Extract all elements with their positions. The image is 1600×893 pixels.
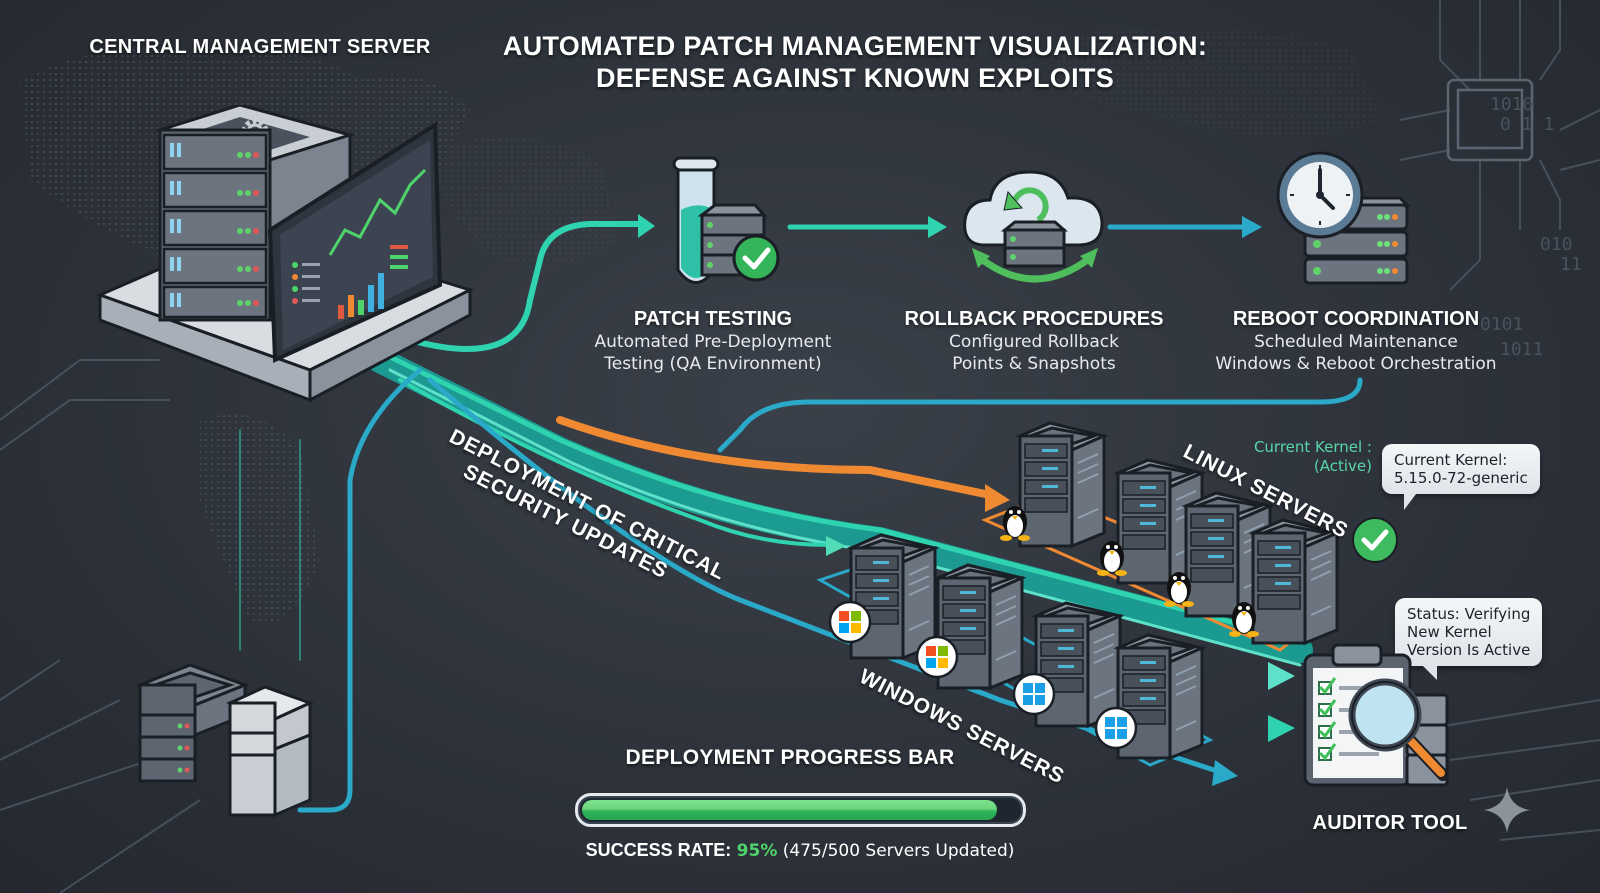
- step-desc-line-1: Scheduled Maintenance: [1254, 332, 1458, 352]
- dashboard-monitor: [267, 121, 443, 364]
- bar-chart-mini: [338, 273, 384, 319]
- linux-tux-icon: [1164, 572, 1194, 607]
- status-line-1: Status: Verifying: [1407, 605, 1531, 623]
- auditor-clipboard-icon: [1303, 643, 1449, 787]
- title-line-1: AUTOMATED PATCH MANAGEMENT VISUALIZATION…: [502, 31, 1208, 61]
- status-line-3: Version Is Active: [1407, 641, 1531, 659]
- windows-logo-icon: [1012, 672, 1056, 716]
- svg-text:010: 010: [1540, 234, 1573, 255]
- title-line-2: DEFENSE AGAINST KNOWN EXPLOITS: [595, 63, 1115, 93]
- auditor-tool-label: AUDITOR TOOL: [1312, 812, 1468, 834]
- kernel-bubble-line-2: 5.15.0-72-generic: [1394, 469, 1528, 487]
- progress-bar-title: DEPLOYMENT PROGRESS BAR: [625, 746, 955, 769]
- binary-digits: 1010 0 1 1 010 11 0101 1011: [1480, 94, 1582, 360]
- step-title: PATCH TESTING: [633, 308, 793, 330]
- linux-server-rack: [1113, 458, 1207, 586]
- success-rate-percent: 95%: [736, 841, 778, 861]
- clock-server-icon: [1276, 151, 1411, 285]
- windows-logo-icon: [915, 635, 959, 679]
- svg-text:11: 11: [1560, 254, 1582, 275]
- linux-success-check-icon: [1352, 517, 1398, 563]
- linux-tux-icon: [1229, 602, 1259, 637]
- progress-bar-fill: [582, 800, 997, 820]
- kernel-side-note: Current Kernel : (Active): [1222, 438, 1372, 476]
- kernel-side-line-2: (Active): [1313, 457, 1372, 475]
- sparkle-icon: [1484, 787, 1530, 833]
- cloud-rollback-icon: [963, 170, 1104, 283]
- step-desc-line-2: Testing (QA Environment): [604, 354, 822, 374]
- windows-logo-icon: [1094, 706, 1138, 750]
- step-title: REBOOT COORDINATION: [1232, 308, 1480, 330]
- svg-text:1010: 1010: [1490, 94, 1533, 115]
- step-rollback-procedures: ROLLBACK PROCEDURES Configured Rollback …: [874, 308, 1194, 375]
- clock-icon: [1276, 151, 1364, 239]
- cpu-chip-icon: [1446, 78, 1534, 162]
- kernel-side-line-1: Current Kernel :: [1253, 438, 1372, 456]
- linux-server-rack: [1248, 518, 1342, 646]
- step-desc-line-1: Automated Pre-Deployment: [594, 332, 832, 352]
- status-line-2: New Kernel: [1407, 623, 1492, 641]
- kernel-bubble-line-1: Current Kernel:: [1394, 451, 1508, 469]
- central-server-label: CENTRAL MANAGEMENT SERVER: [89, 36, 431, 58]
- magnifier-icon: [1348, 678, 1449, 781]
- windows-logo-icon: [828, 600, 872, 644]
- step-desc-line-1: Configured Rollback: [949, 332, 1119, 352]
- step-reboot-coordination: REBOOT COORDINATION Scheduled Maintenanc…: [1196, 308, 1516, 375]
- flow-lines: [239, 214, 1363, 813]
- step-desc-line-2: Windows & Reboot Orchestration: [1215, 354, 1497, 374]
- server-stack: [154, 105, 356, 322]
- svg-text:1011: 1011: [1500, 339, 1543, 360]
- success-rate-label: SUCCESS RATE:: [585, 840, 732, 860]
- success-rate-detail: (475/500 Servers Updated): [782, 841, 1015, 861]
- linux-tux-icon: [1097, 541, 1127, 576]
- step-patch-testing: PATCH TESTING Automated Pre-Deployment T…: [553, 308, 873, 375]
- central-server-illustration: [95, 105, 475, 403]
- page-title: AUTOMATED PATCH MANAGEMENT VISUALIZATION…: [440, 30, 1270, 94]
- test-tube-server-check-icon: [672, 156, 780, 284]
- step-desc-line-2: Points & Snapshots: [952, 354, 1116, 374]
- step-title: ROLLBACK PROCEDURES: [904, 308, 1164, 330]
- deployment-progress-bar: [575, 793, 1026, 827]
- kernel-version-bubble: Current Kernel: 5.15.0-72-generic: [1382, 444, 1540, 510]
- secondary-servers-illustration: [135, 663, 314, 818]
- auditor-status-bubble: Status: Verifying New Kernel Version Is …: [1395, 598, 1543, 680]
- success-rate-line: SUCCESS RATE: 95% (475/500 Servers Updat…: [560, 840, 1040, 861]
- linux-tux-icon: [1000, 506, 1030, 541]
- windows-server-rack: [933, 563, 1027, 691]
- linux-server-rack: [1015, 421, 1109, 549]
- svg-text:0101: 0101: [1480, 314, 1523, 335]
- checkmark-badge-icon: [732, 234, 780, 282]
- svg-text:0 1 1: 0 1 1: [1500, 114, 1554, 135]
